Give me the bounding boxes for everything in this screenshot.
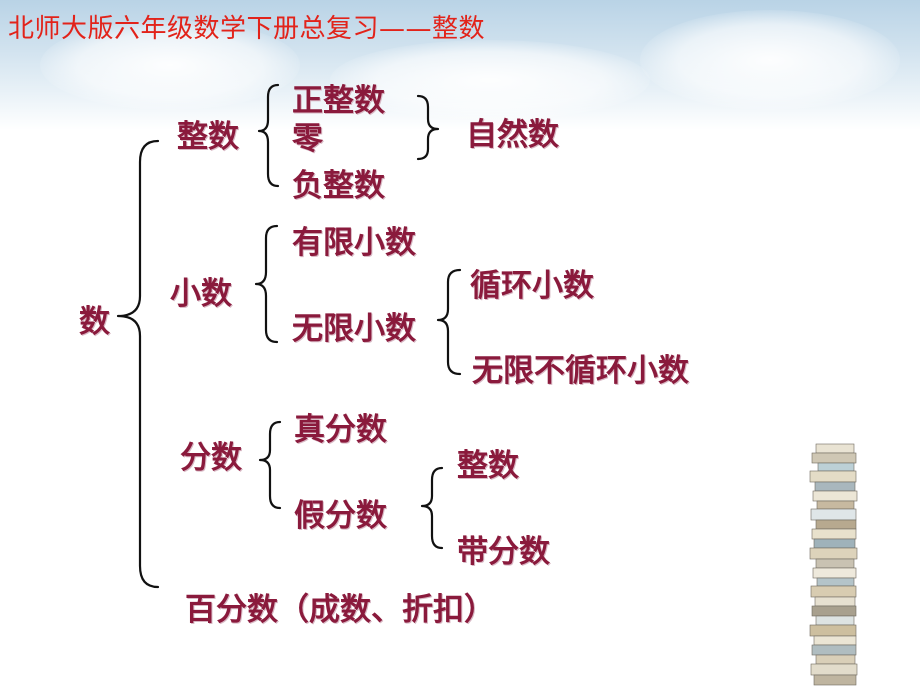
node-percentage: 百分数（成数、折扣） <box>185 592 495 628</box>
node-number: 数 <box>79 304 110 340</box>
infinite-bracket <box>436 268 462 376</box>
node-proper-fraction: 真分数 <box>294 412 387 448</box>
node-zero: 零 <box>292 121 323 157</box>
node-integer: 整数 <box>177 119 239 155</box>
node-positive-integer: 正整数 <box>292 83 385 119</box>
node-nonrepeating-decimal: 无限不循环小数 <box>472 353 689 389</box>
node-improper-fraction: 假分数 <box>294 498 387 534</box>
node-fraction: 分数 <box>180 440 242 476</box>
slide-title: 北师大版六年级数学下册总复习——整数 <box>8 14 486 44</box>
decimal-bracket <box>254 224 279 344</box>
improper-bracket <box>420 466 444 550</box>
node-finite-decimal: 有限小数 <box>292 225 416 261</box>
sky-background <box>0 0 920 130</box>
node-repeating-decimal: 循环小数 <box>470 268 594 304</box>
cloud <box>40 20 300 110</box>
fraction-bracket <box>258 420 282 510</box>
book-stack-image <box>809 443 858 686</box>
node-whole-number: 整数 <box>457 448 519 484</box>
node-decimal: 小数 <box>170 276 232 312</box>
integer-bracket <box>257 83 280 188</box>
node-negative-integer: 负整数 <box>292 168 385 204</box>
node-natural-number: 自然数 <box>466 117 559 153</box>
cloud <box>330 40 650 120</box>
node-infinite-decimal: 无限小数 <box>292 311 416 347</box>
natural-brace <box>416 94 440 161</box>
cloud <box>640 10 900 110</box>
node-mixed-number: 带分数 <box>457 534 550 570</box>
root-bracket <box>116 139 160 589</box>
